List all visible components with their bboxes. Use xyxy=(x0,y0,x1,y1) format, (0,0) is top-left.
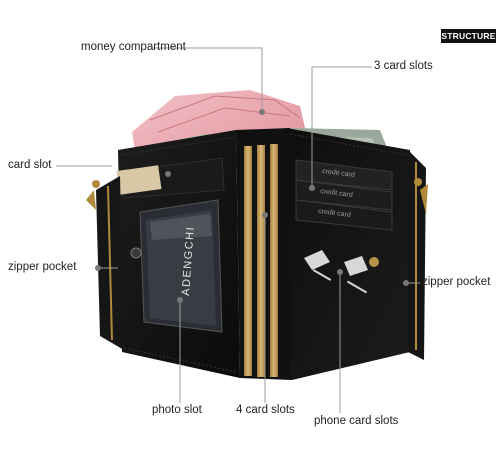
callout-dots xyxy=(95,109,409,303)
right-zipper-pocket xyxy=(408,150,428,360)
center-spine xyxy=(236,128,292,380)
right-panel: credit card credit card credit card xyxy=(286,128,410,380)
callout-four-card-slots: 4 card slots xyxy=(236,404,295,416)
callout-money-compartment: money compartment xyxy=(81,41,186,53)
callout-lines xyxy=(56,47,420,413)
photo-slot-window xyxy=(130,199,223,333)
callout-phone-card-slots: phone card slots xyxy=(314,415,399,427)
card-slot-label-3: credit card xyxy=(318,208,351,219)
card-slot-label-2: credit card xyxy=(320,188,353,199)
left-zipper-pocket xyxy=(86,176,124,350)
callout-three-card-slots: 3 card slots xyxy=(374,60,433,72)
callout-zipper-pocket-right: zipper pocket xyxy=(422,276,491,288)
left-panel: ADENGCHI xyxy=(116,130,240,378)
wallet-brand: ADENGCHI xyxy=(180,225,197,296)
callout-card-slot: card slot xyxy=(8,159,52,171)
callout-zipper-pocket-left: zipper pocket xyxy=(8,261,77,273)
callout-photo-slot: photo slot xyxy=(152,404,202,416)
structure-badge: STRUCTURE xyxy=(441,29,496,43)
card-slot-label-1: credit card xyxy=(322,168,355,179)
